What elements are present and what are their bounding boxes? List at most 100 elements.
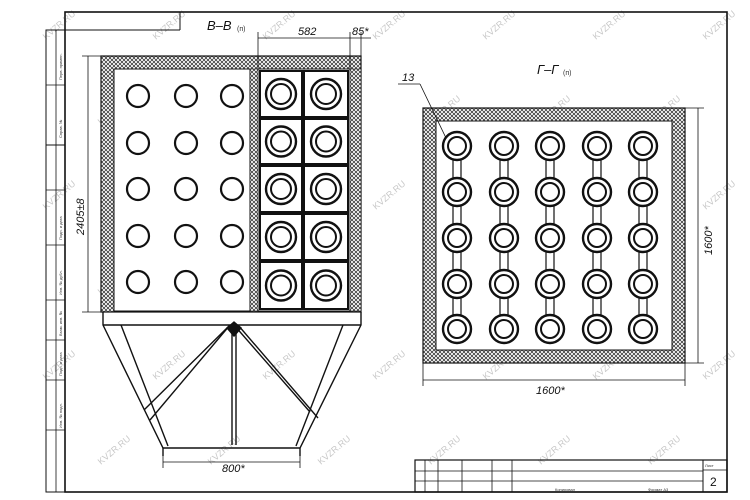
vv-tube-inner (315, 274, 337, 297)
watermark-text: KVZR.RU (151, 348, 188, 381)
gg-tube-inner (447, 136, 467, 156)
watermark-text: KVZR.RU (646, 433, 683, 466)
vv-tube-cell (259, 261, 303, 310)
sheet-label: Лист (705, 463, 714, 468)
vv-tube-cell (259, 213, 303, 261)
vv-tube-inner (270, 178, 292, 200)
gg-tube-inner (633, 228, 653, 248)
dim-800-label: 800* (222, 463, 245, 475)
vv-tube-left (219, 176, 245, 202)
leader-13-label: 13 (402, 72, 415, 84)
vv-tube-inner (270, 130, 292, 153)
vv-tube-left (173, 176, 199, 202)
gg-tube-inner (540, 274, 560, 294)
watermark-text: KVZR.RU (481, 8, 518, 41)
vv-tube-inner (315, 83, 337, 105)
dim-2405 (82, 55, 101, 313)
watermark-text: KVZR.RU (371, 348, 408, 381)
gg-tube-inner (494, 228, 514, 248)
vv-tube-left (219, 130, 245, 156)
vv-tube-cell (303, 165, 349, 213)
gg-tube-inner (447, 274, 467, 294)
vv-tubes-right (264, 77, 343, 302)
gg-tube-inner (587, 319, 607, 339)
dim-1600-side-label: 1600* (703, 226, 715, 255)
dim-85-label: 85* (352, 26, 369, 38)
vv-tube-left (173, 269, 199, 295)
frame-side-labels: Перв. примен. Справ. № Подп. и дата Инв.… (58, 53, 63, 428)
gg-tube-inner (587, 274, 607, 294)
vv-tube-cell (303, 118, 349, 165)
watermark-text: KVZR.RU (151, 8, 188, 41)
gg-tube-inner (633, 274, 653, 294)
gg-tube-inner (633, 182, 653, 202)
watermark-text: KVZR.RU (316, 433, 353, 466)
watermark-text: KVZR.RU (261, 8, 298, 41)
gg-tube-inner (587, 228, 607, 248)
dim-800 (162, 452, 301, 468)
vv-tube-left (173, 83, 199, 109)
leader-13 (398, 83, 447, 139)
title-block (414, 459, 728, 493)
vv-tube-cell (259, 118, 303, 165)
dim-1600-bottom-label: 1600* (536, 385, 565, 397)
section-gg-title: Г–Г (537, 62, 559, 77)
vv-tube-left (219, 83, 245, 109)
watermark-text: KVZR.RU (426, 433, 463, 466)
dim-1600-bottom (422, 363, 686, 386)
dim-2405-label: 2405±8 (75, 197, 87, 236)
frame-label-5: Взам. инв. № (58, 311, 63, 336)
gg-tubes (441, 130, 659, 345)
gg-tube-inner (494, 274, 514, 294)
gg-tube-inner (447, 182, 467, 202)
gg-tube-inner (633, 136, 653, 156)
vv-tube-inner (270, 274, 292, 297)
watermark-text: KVZR.RU (701, 348, 738, 381)
sheet-number: 2 (710, 475, 717, 489)
watermark-text: KVZR.RU (96, 433, 133, 466)
frame-label-6: Подп. и дата (58, 352, 63, 376)
vv-tube-left (125, 83, 151, 109)
watermark-text: KVZR.RU (701, 8, 738, 41)
gg-tube-inner (540, 228, 560, 248)
vv-tube-left (125, 269, 151, 295)
frame-label-4: Инв. № дубл. (58, 270, 63, 295)
vv-tube-left (173, 130, 199, 156)
gg-tube-inner (494, 182, 514, 202)
watermark-text: KVZR.RU (371, 178, 408, 211)
frame-label-7: Инв. № подл. (58, 403, 63, 428)
section-vv: 800* 2405±8 582 85* В–В (п) (75, 18, 371, 475)
vv-tube-cell (303, 261, 349, 310)
watermark-text: KVZR.RU (206, 433, 243, 466)
vv-tube-left (125, 176, 151, 202)
watermark-text: KVZR.RU (701, 178, 738, 211)
gg-tube-inner (633, 319, 653, 339)
gg-tube-inner (540, 319, 560, 339)
section-vv-suffix: (п) (237, 26, 245, 33)
vv-tube-cell (303, 70, 349, 118)
section-gg: 13 1600* 1600* Г–Г (п) (398, 62, 715, 397)
vv-tube-cell (259, 70, 303, 118)
frame-label-2: Справ. № (58, 120, 63, 138)
vv-tube-left (173, 223, 199, 249)
vv-tube-left (125, 130, 151, 156)
section-gg-suffix: (п) (563, 70, 571, 77)
vv-tube-inner (315, 178, 337, 200)
gg-tube-inner (540, 182, 560, 202)
gg-tube-inner (540, 136, 560, 156)
vv-tube-inner (270, 226, 292, 248)
frame-label-1: Перв. примен. (58, 53, 63, 80)
gg-tube-inner (447, 228, 467, 248)
gg-tube-inner (447, 319, 467, 339)
watermark-text: KVZR.RU (536, 433, 573, 466)
gg-tube-inner (494, 136, 514, 156)
gg-tube-inner (587, 182, 607, 202)
dim-582-label: 582 (298, 26, 316, 38)
vv-tube-inner (315, 226, 337, 248)
vv-tube-inner (315, 130, 337, 153)
vv-tubes-left (125, 83, 245, 295)
sheet-frame (45, 11, 728, 493)
gg-tube-inner (587, 136, 607, 156)
vv-tube-cell (303, 213, 349, 261)
